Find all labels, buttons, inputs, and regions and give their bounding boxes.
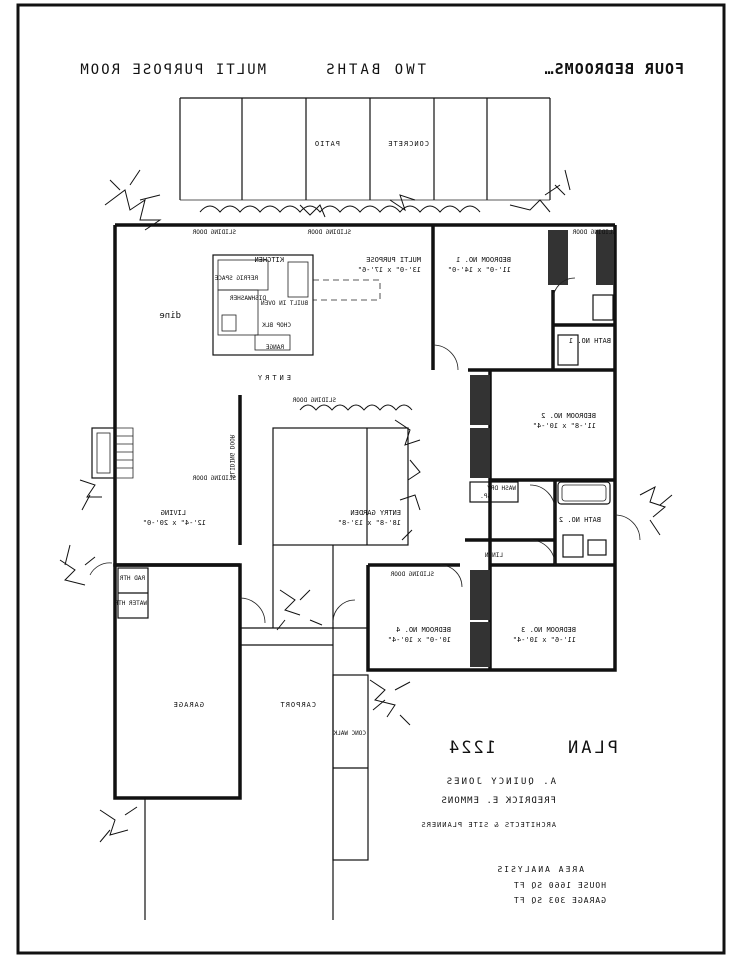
- door-swings: [89, 277, 641, 624]
- range-label: RANGE: [266, 344, 284, 351]
- living-label: LIVING: [161, 509, 186, 517]
- garage-label: GARAGE: [173, 701, 204, 709]
- bath1-label: BATH NO. 1: [569, 337, 611, 345]
- bedroom1-size: 11'-0" x 14'-0": [448, 266, 511, 274]
- entrygarden-size: 18'-8" x 13'-8": [338, 519, 401, 527]
- shrubs: [59, 169, 673, 843]
- kitchen-block: [212, 254, 381, 356]
- credit-name1: A. QUINCY JONES: [445, 777, 556, 787]
- plan-number: 1224: [447, 738, 496, 758]
- bedroom2-label: BEDROOM NO. 2: [541, 412, 596, 420]
- sliding-door-1: SLIDING DOOR: [572, 229, 616, 236]
- radhtr-label: RAD HTR: [119, 575, 145, 582]
- bedroom4-label: BEDROOM NO. 4: [396, 626, 451, 634]
- header-baths: TWO BATHS: [323, 62, 426, 78]
- waterhtr-label: WATER HTR: [114, 600, 147, 607]
- entrygarden-label: ENTRY GARDEN: [350, 509, 401, 517]
- header-multipurpose: MULTI PURPOSE ROOM: [78, 62, 266, 78]
- room-labels: BEDROOM NO. 1 11'-0" x 14'-0" MULTI PURP…: [114, 229, 618, 905]
- closets: [470, 230, 614, 667]
- oven-label: BUILT IN OVEN: [261, 300, 308, 307]
- sheet-border: [16, 3, 726, 955]
- patio-labels: PATIO CONCRETE: [314, 140, 429, 148]
- sliding-door-4: SLIDING DOOR: [292, 397, 336, 404]
- credit-role: ARCHITECTS & SITE PLANNERS: [420, 821, 556, 829]
- entry-label: ENTRY: [255, 374, 291, 382]
- sliding-door-5: SLIDING DOOR: [192, 475, 236, 482]
- bedroom1-label: BEDROOM NO. 1: [456, 256, 511, 264]
- sliding-door-vertical: SLIDING DOOR: [228, 434, 235, 478]
- concwalk-label: CONC WALK: [333, 730, 366, 737]
- refrig-label: REFRIG SPACE: [214, 275, 258, 282]
- sliding-door-7: SLIDING DOOR: [228, 434, 235, 478]
- multipurpose-size: 13'-0" x 17'-6": [358, 266, 421, 274]
- header: FOUR BEDROOMS… TWO BATHS MULTI PURPOSE R…: [78, 60, 684, 78]
- multipurpose-label: MULTI PURPOSE: [366, 256, 421, 264]
- carport-label: CARPORT: [279, 701, 316, 709]
- bath2-label: BATH NO. 2: [559, 516, 601, 524]
- bedroom3-label: BEDROOM NO. 3: [521, 626, 576, 634]
- area-heading: AREA ANALYSIS: [495, 865, 584, 874]
- bath-fixtures: [469, 294, 614, 558]
- credit-name2: FREDRICK E. EMMONS: [440, 796, 556, 806]
- lower-structures: [113, 427, 409, 920]
- chop-label: CHOP BLK: [262, 322, 291, 329]
- sp-label: SP.: [480, 493, 491, 500]
- bedroom2-size: 11'-8" x 10'-4": [533, 422, 596, 430]
- patio-area: [179, 97, 551, 201]
- area-garage: GARAGE 303 SQ FT: [513, 896, 606, 905]
- fireplace: [91, 427, 134, 479]
- living-size: 12'-4" x 20'-0": [143, 519, 206, 527]
- header-bedrooms: FOUR BEDROOMS…: [544, 60, 684, 78]
- patio-label: PATIO: [314, 140, 340, 148]
- bedroom4-size: 10'-0" x 10'-4": [388, 636, 451, 644]
- area-house: HOUSE 1660 SQ FT: [513, 881, 606, 890]
- kitchen-label: KITCHEN: [254, 256, 284, 264]
- dine-label: dine: [159, 311, 181, 321]
- dishwasher-label: DISHWASHER: [229, 295, 266, 302]
- sliding-door-3: SLIDING DOOR: [192, 229, 236, 236]
- sliding-door-6: SLIDING DOOR: [390, 571, 434, 578]
- plan-title: PLAN: [565, 738, 618, 758]
- washdry-label: WASH DRY: [487, 485, 516, 492]
- linen-label: LINEN: [485, 552, 503, 559]
- bedroom3-size: 11'-6" x 10'-4": [513, 636, 576, 644]
- concrete-label: CONCRETE: [387, 140, 429, 148]
- sliding-door-2: SLIDING DOOR: [307, 229, 351, 236]
